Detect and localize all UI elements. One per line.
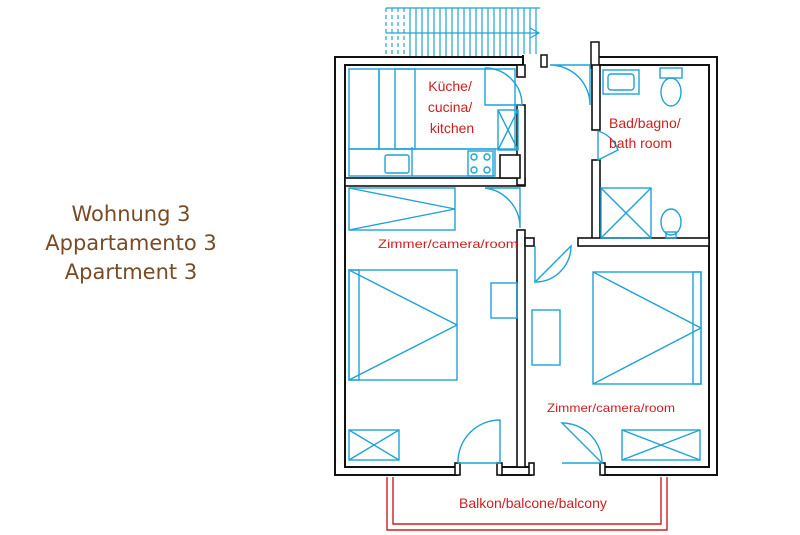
balcony-openings [454,462,606,477]
right-room-furniture [531,271,702,461]
inner-walls [344,64,710,468]
kitchen-furniture [348,68,519,177]
balcony-label: Balkon/balcone/balcony [459,495,607,511]
left-room-furniture [348,187,518,461]
balcony-outline [386,477,668,531]
left-room-label: Zimmer/camera/room [378,237,518,251]
apartment-title: Wohnung 3 Appartamento 3 Apartment 3 [0,200,262,287]
staircase [385,7,541,58]
entrance-gap [522,41,600,69]
kitchen-label-line-1: Küche/ [428,78,472,94]
bathroom-label-line-2: bath room [609,135,672,151]
kitchen-label-line-2: cucina/ [428,99,472,115]
bathroom-label: Bad/bagno/ bath room [609,115,685,151]
bathroom-label-line-1: Bad/bagno/ [609,115,681,131]
bathroom-fixtures [600,67,683,239]
title-italian: Appartamento 3 [45,231,217,255]
doors [457,64,619,464]
title-english: Apartment 3 [64,260,198,284]
kitchen-label-line-3: kitchen [430,120,474,136]
right-room-label: Zimmer/camera/room [547,401,675,415]
kitchen-label: Küche/ cucina/ kitchen [428,78,476,136]
title-german: Wohnung 3 [71,202,191,226]
